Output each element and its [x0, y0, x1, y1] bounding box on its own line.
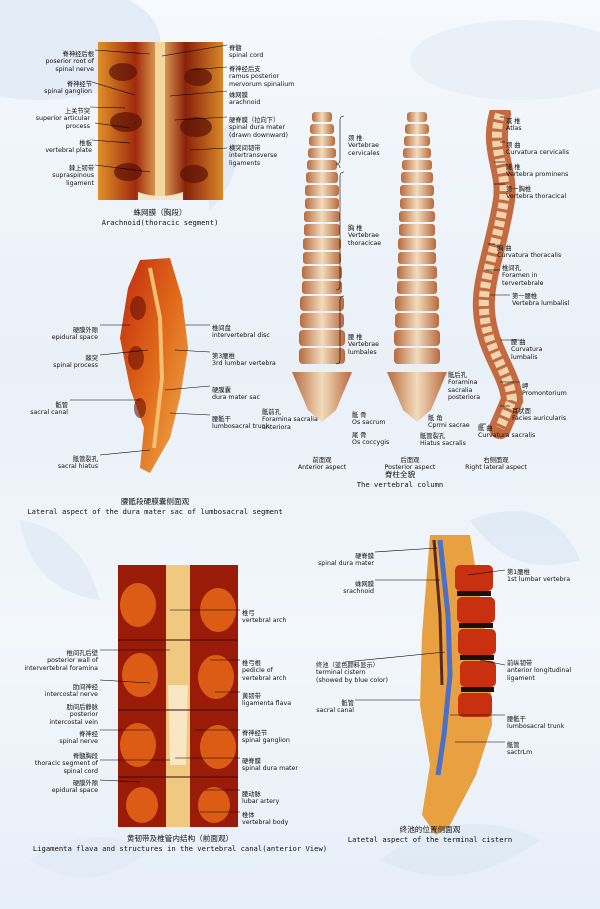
ligamenta-flava-specimen-image: [118, 565, 238, 827]
arachnoid-specimen-image: [98, 42, 223, 200]
vertebral-column-image: [292, 110, 524, 439]
caption-arachnoid: 蛛网膜（胸段）Arachnoid(thoracic segment): [101, 208, 219, 227]
label-terminal-cistern: 终池（蓝色颜料显示）terminal cistern (showed by bl…: [316, 662, 388, 684]
caption-ligamenta-flava: 黄韧带及椎管内结构（前面观）Ligamenta flava and struct…: [32, 834, 328, 853]
terminal-cistern-specimen-image: [420, 535, 496, 835]
label-dura-drawn: 硬脊膜（拉向下）spinal dura mater (drawn downwar…: [229, 117, 288, 139]
dura-sac-specimen-image: [120, 258, 188, 473]
